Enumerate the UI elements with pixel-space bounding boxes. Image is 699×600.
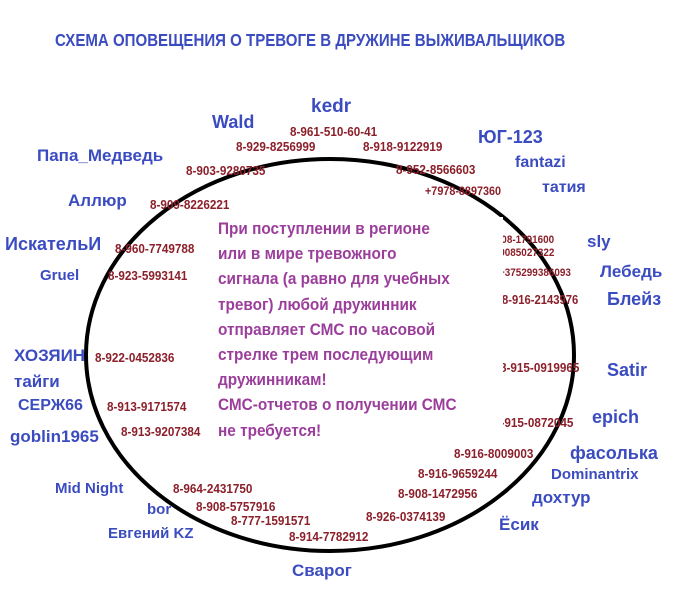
member-name-fasolka: фасолька [570,443,658,463]
member-name-papa: Папа_Медведь [37,146,164,165]
member-name-fantazi: fantazi [515,154,566,171]
member-phone-yosik: 8-926-0374139 [366,509,446,524]
member-phone-fantazi: 8-952-8566603 [396,162,476,177]
member-name-iskatel: ИскательИ [5,234,102,254]
member-name-serzh: СЕРЖ66 [18,397,83,414]
member-name-kedr: kedr [311,96,352,117]
message-line: или в мире тревожного [218,245,397,264]
member-name-bor: bor [147,501,172,518]
message-line: При поступлении в регионе [218,220,430,238]
member-phone-yug123: 8-918-9122919 [363,139,443,154]
member-name-dominantrix: Dominantrix [551,466,639,483]
member-phone-goblin: 8-913-9207384 [121,424,201,439]
member-name-khozyain: ХОЗЯИН [14,346,86,365]
member-phone-allur: 8-909-8226221 [150,197,230,212]
member-name-tatiya: татия [542,179,586,196]
member-name-khozyain-line2: тайги [14,372,60,391]
message-line: сигнала (а равно для учебных [218,270,450,289]
member-phone-bor: 8-908-5757916 [196,499,276,514]
member-phone-gruel: 8-923-5993141 [108,268,188,283]
member-phone-midnight: 8-964-2431750 [173,481,253,496]
member-name-goblin: goblin1965 [10,427,99,446]
member-name-dokhtur: дохтур [532,488,591,507]
member-name-gruel: Gruel [40,267,80,284]
member-name-yosik: Ёсик [499,515,539,534]
diagram-title: СХЕМА ОПОВЕЩЕНИЯ О ТРЕВОГЕ В ДРУЖИНЕ ВЫЖ… [55,30,566,50]
member-phone-papa: 8-903-9280735 [186,163,266,178]
member-phone-evgeniy: 8-777-1591571 [231,513,311,528]
message-line: дружинникам! [218,371,327,390]
member-phone-sly-alt: +79085027322 [488,247,555,259]
member-phone-fasolka: 8-916-8009003 [454,446,534,461]
message-line: отправляет СМС по часовой [218,320,436,339]
member-name-sly: sly [587,232,611,251]
member-name-bleyz: Блейз [607,289,662,309]
member-phone-khozyain: 8-922-0452836 [95,350,175,365]
member-phone-svarog: 8-914-7782912 [289,529,369,544]
message-line: тревог) любой дружинник [218,295,417,314]
alert-instruction-message: При поступлении в регионе или в мире тре… [218,217,503,444]
member-phone-lebed: +375299386093 [499,267,571,279]
member-name-svarog: Сварог [292,561,352,580]
member-name-satir: Satir [607,360,648,380]
member-name-wald: Wald [212,112,255,132]
member-name-midnight: Mid Night [55,480,124,497]
member-name-epich: epich [592,407,640,427]
member-name-lebed: Лебедь [600,262,663,281]
member-phone-dominantrix: 8-916-9659244 [418,466,498,481]
member-phone-iskatel: 8-960-7749788 [115,241,195,256]
member-name-yug123: ЮГ-123 [478,127,543,147]
member-phone-wald: 8-929-8256999 [236,139,316,154]
ring-ellipse [84,157,576,553]
member-phone-serzh: 8-913-9171574 [107,399,187,414]
message-line: не требуется! [218,421,322,440]
member-phone-tatiya: +7978-8897360 [425,184,501,198]
member-phone-bleyz: 8-916-2143976 [502,293,579,307]
message-line: СМС-отчетов о получении СМС [218,396,457,415]
member-phone-kedr: 8-961-510-60-41 [290,124,378,139]
message-line: стрелке трем последующим [218,346,434,365]
member-name-allur: Аллюр [68,191,127,210]
member-phone-satir: 8-915-0919965 [500,360,580,375]
member-phone-sly: 8-908-1791600 [487,234,555,246]
member-name-evgeniy: Евгений KZ [108,525,194,542]
member-phone-epich: 8-915-0872045 [494,415,574,430]
member-phone-dokhtur: 8-908-1472956 [398,486,478,501]
